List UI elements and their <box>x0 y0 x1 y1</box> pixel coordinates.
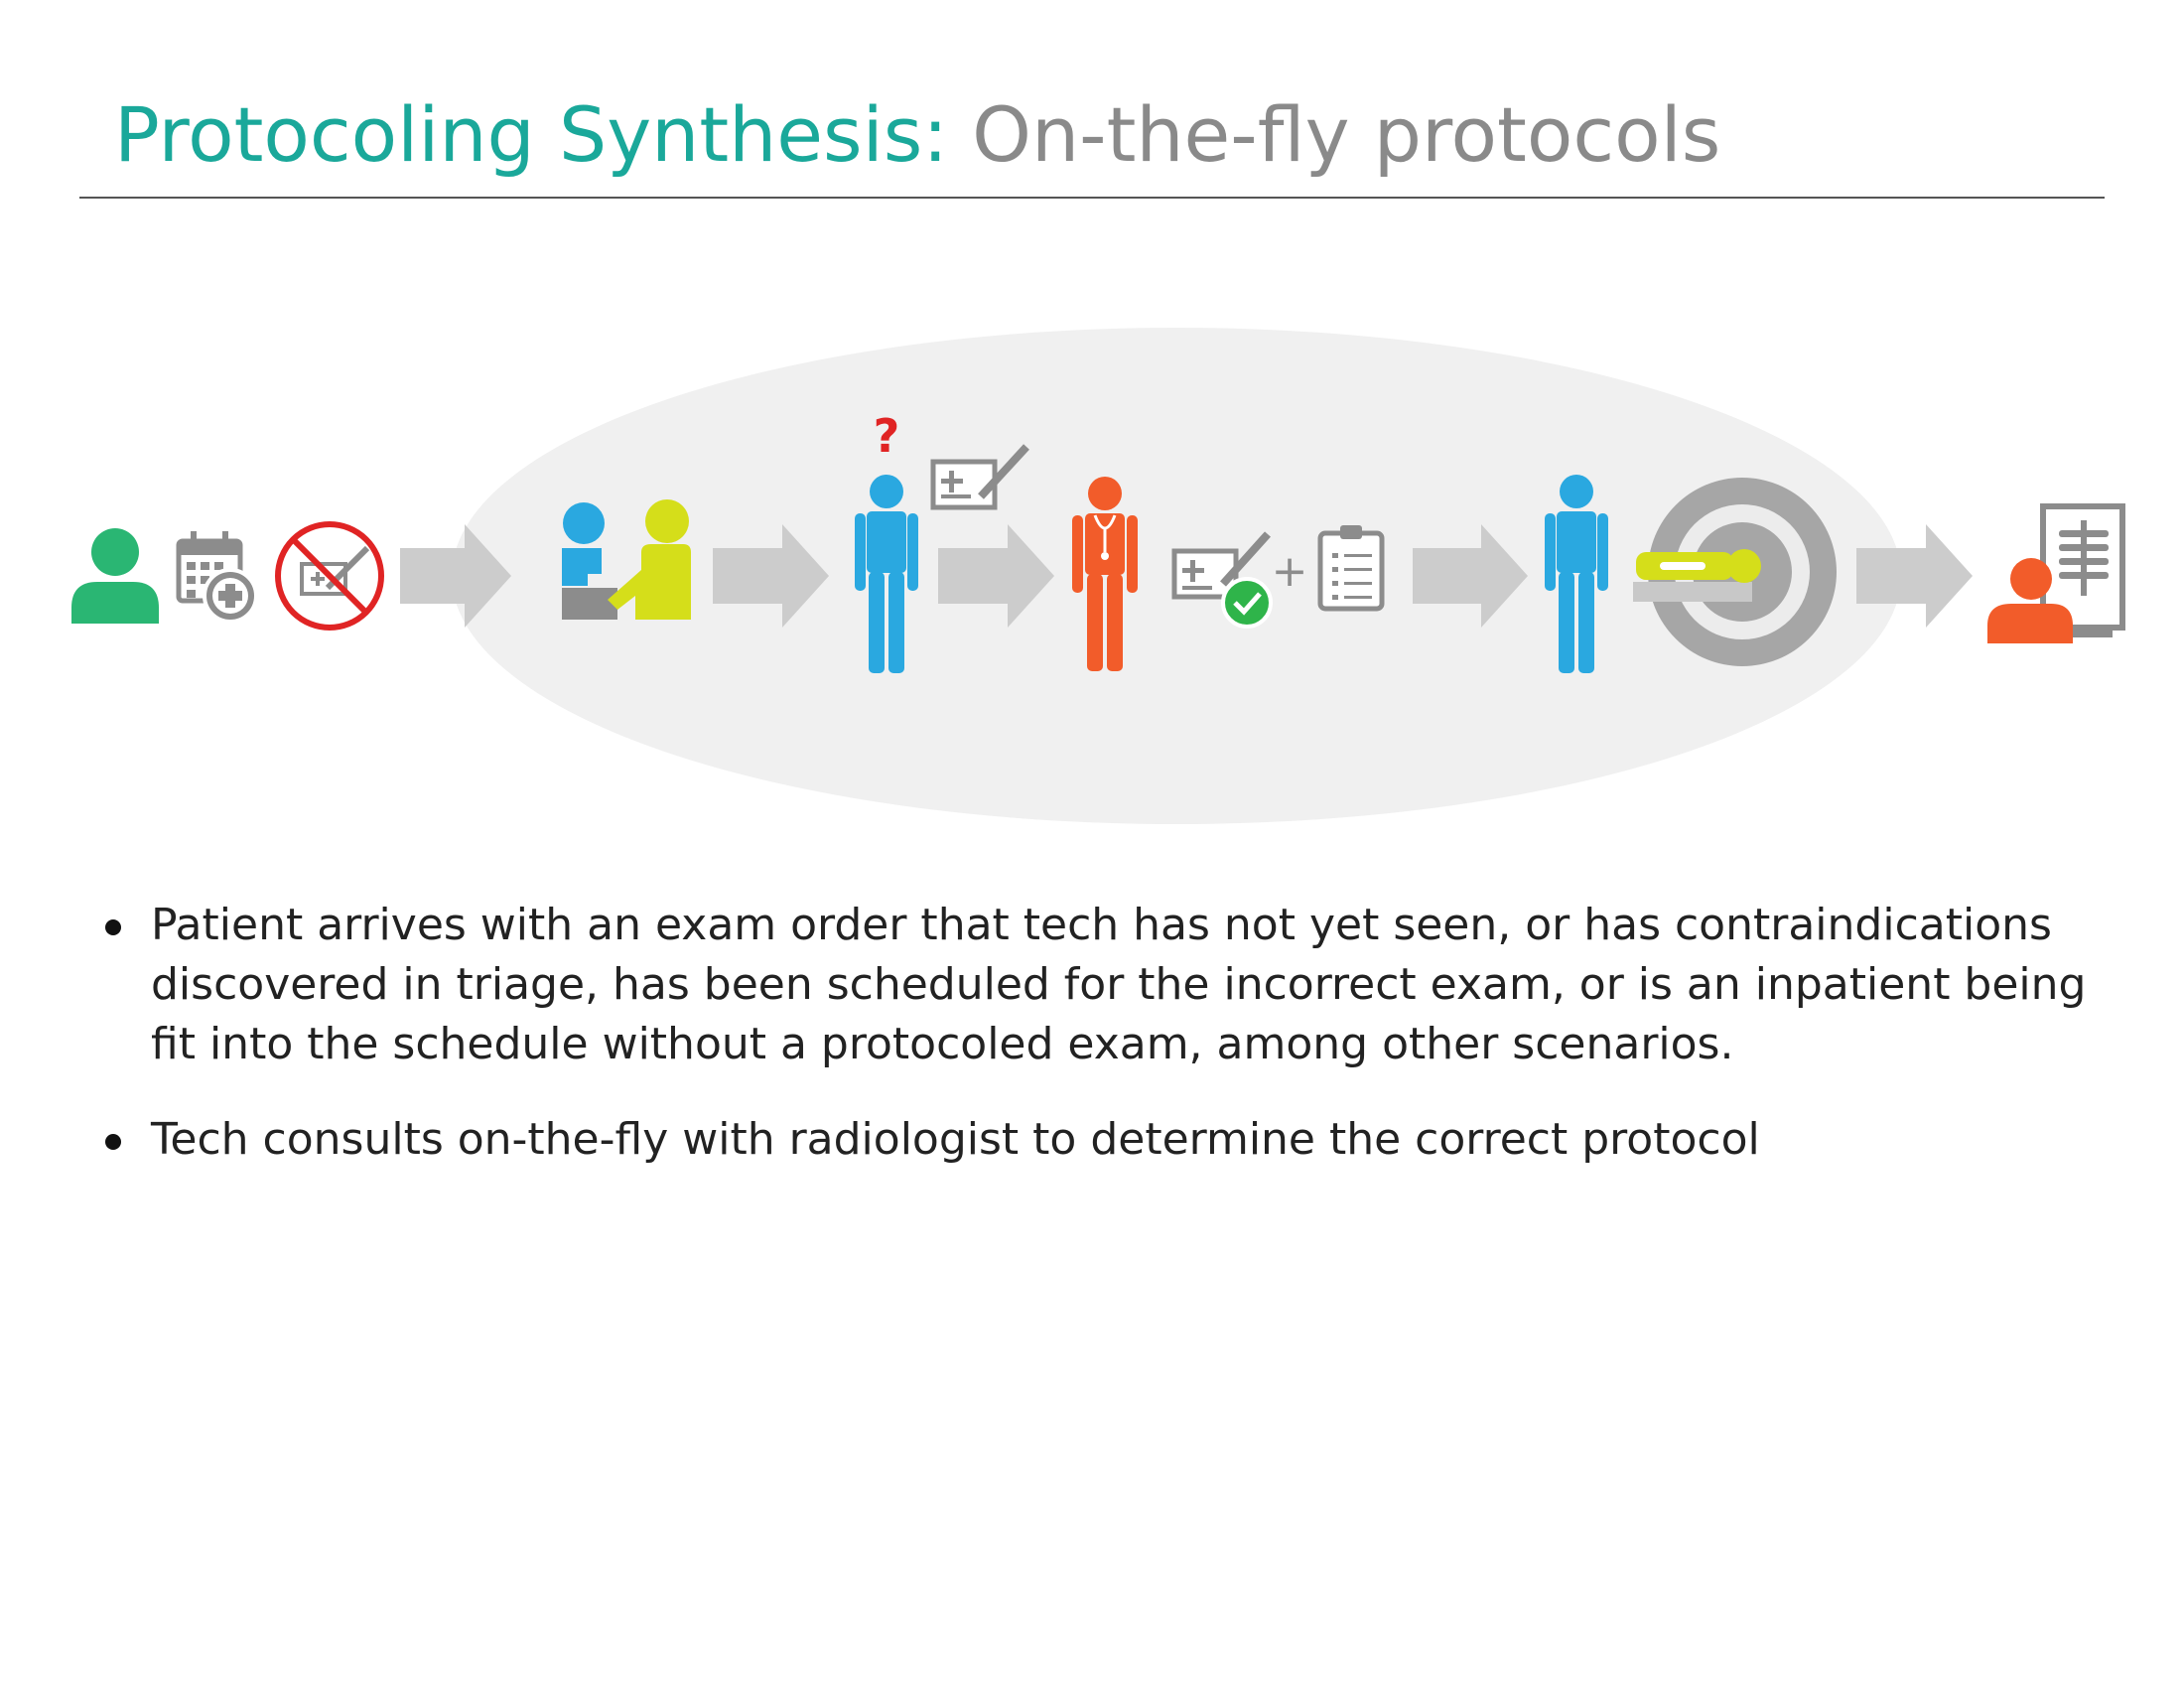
patient-icon <box>71 528 159 624</box>
scanner-icon <box>1633 478 1837 666</box>
tech-icon <box>855 475 918 673</box>
title-rest: On-the-fly protocols <box>972 90 1721 179</box>
bullet-text: Tech consults on-the-fly with radiologis… <box>151 1114 1760 1165</box>
title-divider <box>79 197 2105 199</box>
no-order-icon <box>275 521 384 631</box>
arrow-4 <box>1413 524 1528 628</box>
list-item: Tech consults on-the-fly with radiologis… <box>99 1110 2124 1170</box>
workflow-diagram: ? + <box>71 328 2125 824</box>
bullet-dot <box>105 919 121 935</box>
page-title: Protocoling Synthesis: On-the-fly protoc… <box>114 87 1720 183</box>
approved-order-icon <box>1171 531 1273 629</box>
tech-icon <box>1545 475 1608 673</box>
arrow-2 <box>713 524 829 628</box>
question-mark: ? <box>874 409 900 463</box>
scheduling-icon <box>562 499 691 620</box>
arrow-1 <box>400 524 511 628</box>
arrow-3 <box>938 524 1054 628</box>
radiologist-icon <box>1072 477 1138 671</box>
calendar-add-icon <box>176 531 258 624</box>
order-form-icon <box>930 444 1029 510</box>
bullet-text: Patient arrives with an exam order that … <box>151 900 2087 1069</box>
arrow-5 <box>1856 524 1973 628</box>
list-item: Patient arrives with an exam order that … <box>99 896 2124 1074</box>
physician-review-icon <box>1987 503 2125 643</box>
bullet-list: Patient arrives with an exam order that … <box>99 896 2124 1205</box>
plus-sign: + <box>1272 546 1308 597</box>
title-accent: Protocoling Synthesis: <box>114 90 948 179</box>
bullet-dot <box>105 1134 121 1150</box>
checklist-icon <box>1317 525 1385 612</box>
